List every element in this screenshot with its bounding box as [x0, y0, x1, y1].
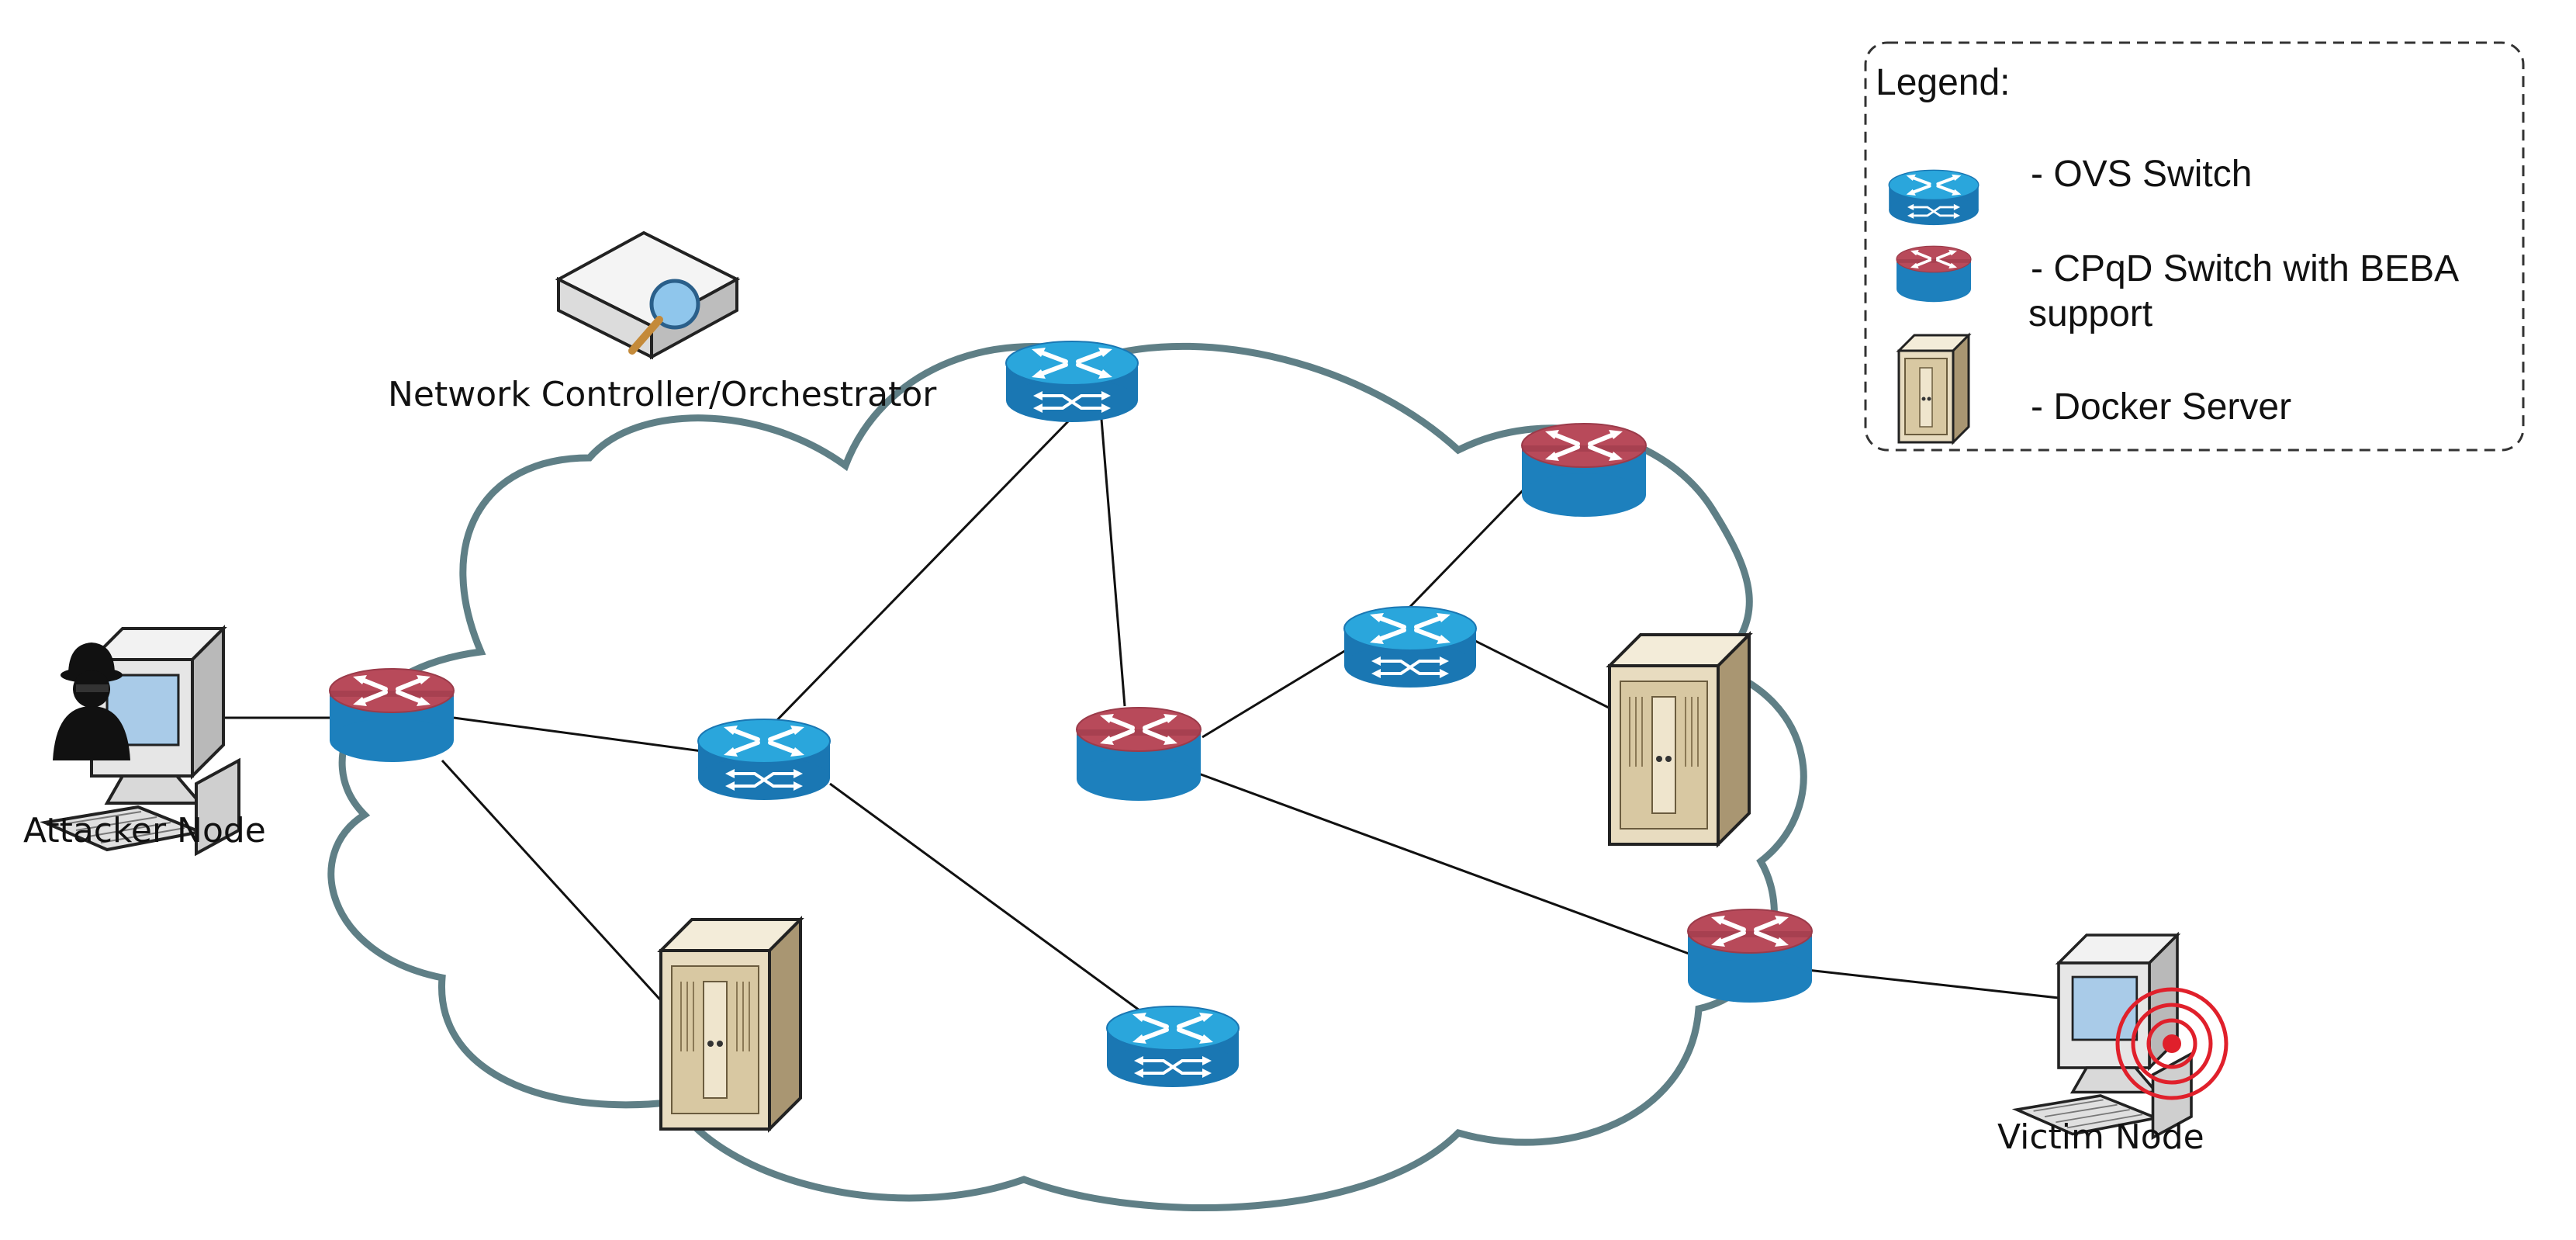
legend-docker: - Docker Server	[2031, 386, 2291, 428]
ovs-switch-icon	[1006, 341, 1138, 422]
cpqd-switch-icon	[1895, 244, 1973, 304]
ovs-switch-icon	[1889, 170, 1979, 225]
attacker-label: Attacker Node	[23, 811, 266, 850]
controller-icon	[555, 230, 741, 360]
controller-label: Network Controller/Orchestrator	[388, 375, 937, 414]
legend-cpqd-line1: - CPqD Switch with BEBA	[2031, 248, 2459, 289]
victim-label: Victim Node	[1997, 1117, 2204, 1157]
legend: Legend: - OVS Switch - CPqD Switch with …	[1864, 41, 2525, 452]
cpqd-switch-icon	[1522, 424, 1646, 517]
cpqd-switch-icon	[1688, 909, 1812, 1003]
ovs-switch-icon	[1344, 607, 1476, 688]
network-cloud	[327, 342, 1807, 1211]
cpqd-switch-icon	[1077, 708, 1201, 801]
docker-server-icon	[659, 918, 802, 1131]
victim-computer-icon	[2015, 933, 2228, 1139]
legend-ovs: - OVS Switch	[2031, 154, 2252, 195]
attacker-computer-icon	[43, 627, 240, 855]
legend-cpqd-line2: support	[2028, 293, 2152, 334]
ovs-switch-icon	[1107, 1006, 1239, 1087]
cpqd-switch-icon	[330, 669, 454, 762]
ovs-switch-icon	[698, 719, 830, 800]
docker-server-icon	[1608, 633, 1751, 846]
network-links	[216, 417, 2087, 1026]
docker-server-icon	[1897, 334, 1970, 444]
legend-title: Legend:	[1876, 62, 2011, 103]
